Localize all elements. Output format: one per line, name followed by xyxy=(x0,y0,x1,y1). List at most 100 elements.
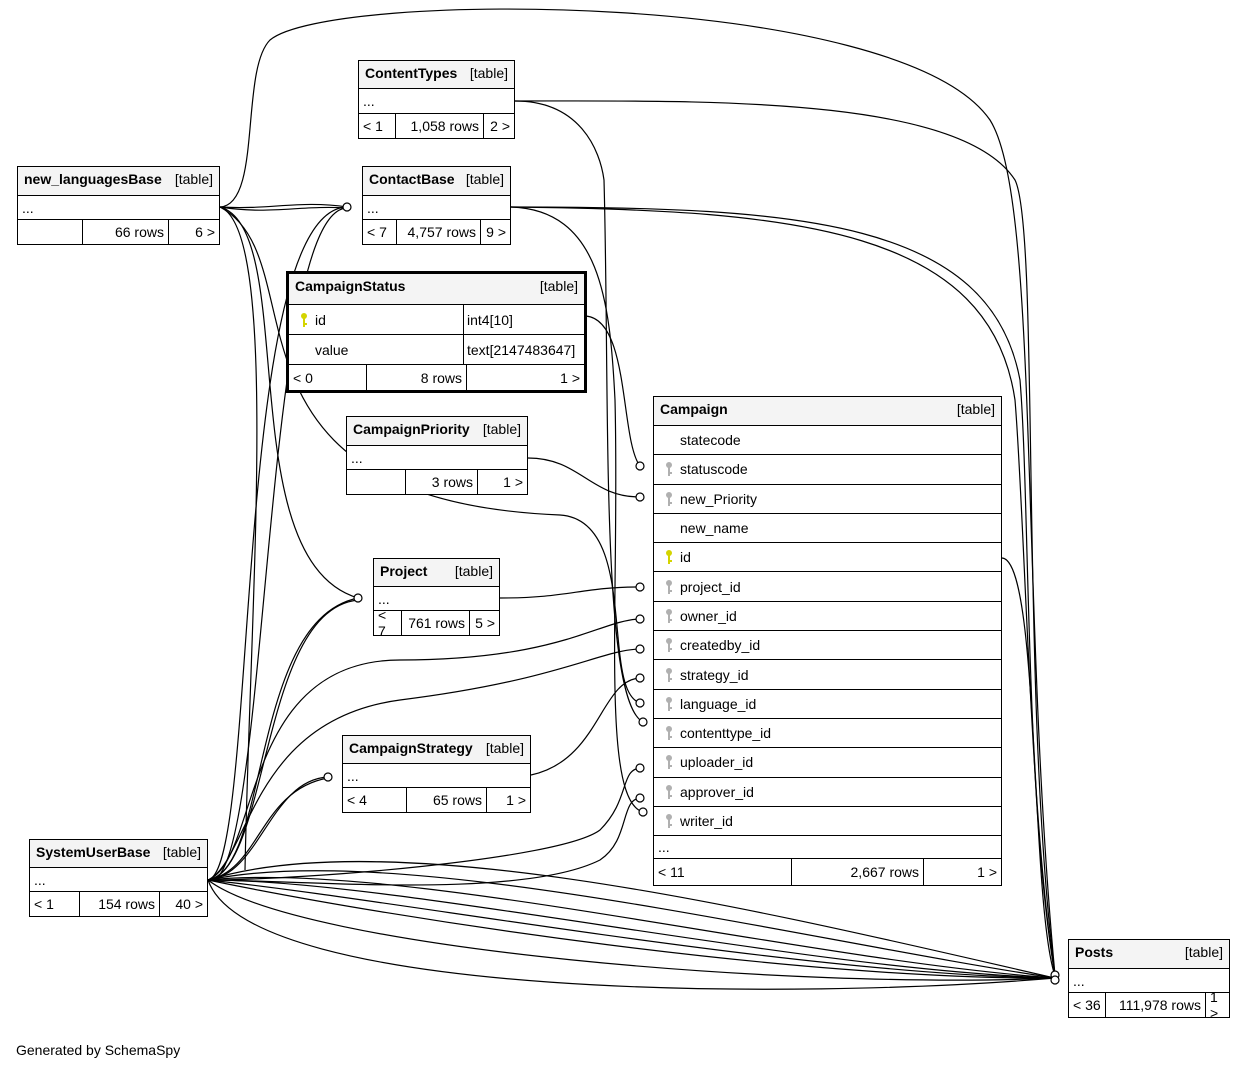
parents-link[interactable]: < 7 xyxy=(374,607,402,639)
children-link[interactable]: 5 > xyxy=(475,615,495,631)
table-header: Posts[table] xyxy=(1069,940,1229,969)
more-columns[interactable]: ... xyxy=(1069,969,1229,993)
table-name[interactable]: Posts xyxy=(1075,944,1114,960)
parents-link[interactable]: < 0 xyxy=(289,365,367,390)
foreign-key-icon xyxy=(660,608,678,624)
column-row[interactable]: writer_id xyxy=(654,807,1001,837)
parents-link[interactable]: < 1 xyxy=(359,114,396,138)
column-row[interactable]: statuscode xyxy=(654,455,1001,485)
column-name: id xyxy=(315,311,326,328)
table-name[interactable]: ContentTypes xyxy=(365,65,458,81)
column-row[interactable]: language_id xyxy=(654,690,1001,719)
parents-link[interactable]: < 7 xyxy=(363,220,397,244)
row-count: 154 rows xyxy=(80,892,160,916)
table-name[interactable]: CampaignStatus xyxy=(295,278,406,294)
children-link[interactable]: 1 > xyxy=(977,864,997,881)
children-link[interactable]: 2 > xyxy=(490,118,510,134)
column-type: text[2147483647] xyxy=(463,335,584,364)
parents-link[interactable]: < 36 xyxy=(1069,993,1106,1017)
column-row[interactable]: project_id xyxy=(654,572,1001,602)
parents-link[interactable] xyxy=(18,220,83,244)
table-header: Project[table] xyxy=(374,559,499,587)
table-kind: [table] xyxy=(469,65,508,81)
row-count: 8 rows xyxy=(367,365,467,390)
column-row[interactable]: strategy_id xyxy=(654,660,1001,690)
table-name[interactable]: ContactBase xyxy=(369,171,455,187)
column-row[interactable]: id xyxy=(654,543,1001,573)
column-row[interactable]: new_Priority xyxy=(654,485,1001,514)
edge-lines xyxy=(207,8,1056,990)
column-name: writer_id xyxy=(680,813,733,829)
table-name[interactable]: Campaign xyxy=(660,401,728,417)
more-columns[interactable]: ... xyxy=(359,89,514,114)
table-name[interactable]: Project xyxy=(380,563,428,579)
table-name[interactable]: CampaignPriority xyxy=(353,421,470,437)
more-columns[interactable]: ... xyxy=(363,196,510,220)
table-header: CampaignStatus[table] xyxy=(289,274,584,305)
more-columns[interactable]: ... xyxy=(30,868,207,892)
column-row[interactable]: owner_id xyxy=(654,602,1001,632)
parents-link[interactable]: < 11 xyxy=(654,859,792,886)
parents-link[interactable] xyxy=(347,470,406,494)
children-link[interactable]: 1 > xyxy=(1210,989,1219,1021)
column-name: id xyxy=(680,549,691,566)
table-kind: [table] xyxy=(162,844,201,860)
more-columns[interactable]: ... xyxy=(654,836,1001,860)
table-name[interactable]: new_languagesBase xyxy=(24,171,162,187)
more-columns[interactable]: ... xyxy=(347,446,527,470)
children-link[interactable]: 40 > xyxy=(175,896,203,912)
primary-key-icon xyxy=(660,549,678,565)
column-name: strategy_id xyxy=(680,666,749,683)
more-columns[interactable]: ... xyxy=(343,764,530,788)
column-row[interactable]: statecode xyxy=(654,426,1001,456)
table-kind: [table] xyxy=(485,740,524,756)
edge-endpoints xyxy=(323,202,1060,985)
column-row[interactable]: createdby_id xyxy=(654,631,1001,661)
column-row[interactable]: contenttype_id xyxy=(654,719,1001,749)
foreign-key-icon xyxy=(660,813,678,829)
table-kind: [table] xyxy=(482,421,521,437)
column-name: new_Priority xyxy=(680,490,758,507)
table-name[interactable]: SystemUserBase xyxy=(36,844,151,860)
table-header: CampaignStrategy [table] xyxy=(343,736,530,764)
more-columns[interactable]: ... xyxy=(18,196,219,220)
children-link[interactable]: 9 > xyxy=(486,224,506,240)
children-link[interactable]: 6 > xyxy=(195,224,215,240)
table-kind: [table] xyxy=(465,171,504,187)
table-header: new_languagesBase[table] xyxy=(18,167,219,196)
column-row[interactable]: approver_id xyxy=(654,778,1001,807)
table-header: ContactBase [table] xyxy=(363,167,510,196)
children-link[interactable]: 1 > xyxy=(506,792,526,808)
parents-link[interactable]: < 4 xyxy=(343,788,407,812)
foreign-key-icon xyxy=(660,696,678,712)
primary-key-icon xyxy=(295,312,313,328)
table-name[interactable]: CampaignStrategy xyxy=(349,740,473,756)
children-link[interactable]: 1 > xyxy=(560,369,580,386)
more-columns[interactable]: ... xyxy=(374,587,499,611)
children-link[interactable]: 1 > xyxy=(503,474,523,490)
row-count: 761 rows xyxy=(402,611,470,635)
table-header: Campaign[table] xyxy=(654,397,1001,426)
column-row[interactable]: new_name xyxy=(654,514,1001,544)
column-row[interactable]: uploader_id xyxy=(654,748,1001,778)
parents-link[interactable]: < 1 xyxy=(30,892,80,916)
